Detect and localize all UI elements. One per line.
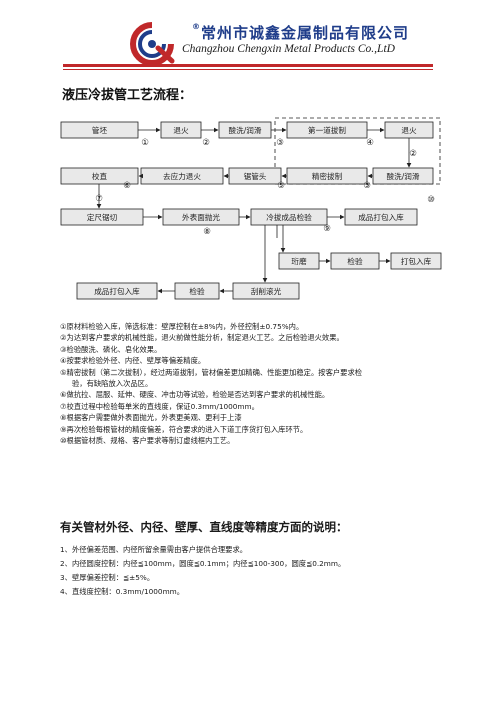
node-pack-store-3-label: 成品打包入库 <box>94 286 140 296</box>
note-7: ⑦校直过程中检验每单米的直线度，保证0.3mm/1000mm。 <box>60 401 259 411</box>
note-3: ③检验酸洗、磷化、皂化效果。 <box>60 344 162 354</box>
note-5-cont: 验，有缺陷放入次品区。 <box>72 379 153 389</box>
note-6: ⑥做抗拉、屈服、延伸、硬度、冲击功等试验，检验是否达到客户要求的机械性能。 <box>60 390 330 400</box>
node-precision-draw-label: 精密拔制 <box>312 171 343 181</box>
spec-4: 4、直线度控制：0.3mm/1000mm。 <box>60 587 185 596</box>
node-pack-store-1 <box>344 208 418 226</box>
node-inspect-2-label: 检验 <box>189 286 205 296</box>
header-rule-thin <box>63 69 433 70</box>
note-8: ⑧根据客户需要做外表面抛光，外表更美观、更利于上漆 <box>60 413 242 423</box>
company-name-en: Changzhou Chengxin Metal Products Co.,Lt… <box>182 43 395 55</box>
node-pack-store-3 <box>76 282 158 300</box>
marker-7: ③ <box>363 181 371 191</box>
node-anneal-1-label: 退火 <box>173 126 189 135</box>
marker-2: ② <box>202 138 210 148</box>
note-9: ⑨再次检验每根管材的精度偏差，符合要求的进入下道工序货打包入库环节。 <box>60 424 308 434</box>
node-pack-store-2 <box>390 252 442 270</box>
process-flowchart: 管坯 退火 酸洗/润滑 第一道拔制 退火 校直 去应力退火 锯管头 精密拔制 酸… <box>60 117 442 300</box>
marker-6: ⑤ <box>277 181 285 191</box>
node-cut-length-label: 定尺锯切 <box>87 212 118 222</box>
node-first-draw-label: 第一道拔制 <box>308 125 346 135</box>
dashed-process-frame <box>274 117 441 185</box>
marker-5: ② <box>409 149 417 159</box>
node-straighten <box>60 167 139 185</box>
node-billet-label: 管坯 <box>92 125 108 135</box>
note-2: ②为达到客户要求的机械性能，退火前做性能分析，制定退火工艺。之后检验退火效果。 <box>60 333 344 343</box>
marker-3: ③ <box>276 138 284 148</box>
registered-mark: ® <box>192 22 201 31</box>
marker-4: ④ <box>366 138 374 148</box>
marker-8: ⑩ <box>427 195 435 205</box>
marker-10: ⑦ <box>95 194 103 204</box>
spec-1: 1、外径偏差范围、内径所留余量需由客户提供合理要求。 <box>60 545 248 554</box>
page-title: 液压冷拔管工艺流程： <box>62 88 193 103</box>
node-pickle-1-label: 酸洗/润滑 <box>229 125 262 135</box>
node-saw-head-label: 锯管头 <box>244 171 267 181</box>
company-logo <box>130 22 175 64</box>
process-notes: ①原材料检验入库，筛选标准：壁厚控制在±8%内，外径控制±0.75%内。 ②为达… <box>60 321 440 446</box>
node-straighten-label: 校直 <box>92 171 108 181</box>
letterhead: ®常州市诚鑫金属制品有限公司 Changzhou Chengxin Metal … <box>0 0 496 80</box>
node-pickle-2-label: 酸洗/润滑 <box>387 171 420 181</box>
node-pack-store-1-label: 成品打包入库 <box>358 212 404 222</box>
node-inspect-1-label: 检验 <box>347 256 363 266</box>
marker-11: ⑧ <box>203 227 211 237</box>
note-4: ④按要求检验外径、内径、壁厚等偏差精度。 <box>60 356 206 366</box>
marker-1: ① <box>141 138 149 148</box>
note-1: ①原材料检验入库，筛选标准：壁厚控制在±8%内，外径控制±0.75%内。 <box>60 322 304 331</box>
node-draw-inspect-label: 冷拔成品检验 <box>266 212 312 222</box>
node-skive-roll-label: 刮削滚光 <box>251 286 282 296</box>
node-anneal-2-label: 退火 <box>401 126 417 135</box>
note-10: ⑩根据管材质、规格、客户要求等制订虚线框内工艺。 <box>60 436 235 446</box>
company-name-cn: ®常州市诚鑫金属制品有限公司 <box>192 22 410 42</box>
spec-2: 2、内径圆度控制：内径≦100mm，圆度≦0.1mm；内径≦100-300，圆度… <box>60 559 346 568</box>
node-honing-label: 珩磨 <box>291 256 307 266</box>
marker-9: ⑥ <box>123 181 131 191</box>
precision-specs: 1、外径偏差范围、内径所留余量需由客户提供合理要求。 2、内径圆度控制：内径≦1… <box>60 543 345 599</box>
marker-12: ⑨ <box>323 224 331 234</box>
node-polish-label: 外表面抛光 <box>182 212 220 222</box>
header-rule-thick <box>63 64 433 67</box>
node-stress-relief-label: 去应力退火 <box>163 171 201 181</box>
node-pack-store-2-label: 打包入库 <box>401 256 432 266</box>
spec-3: 3、壁厚偏差控制：≦±5%。 <box>60 573 155 582</box>
section-heading: 有关管材外径、内径、壁厚、直线度等精度方面的说明： <box>60 520 348 534</box>
note-5: ⑤精密拔制（第二次拔制），经过两道拔制，管材偏差更加精确、性能更加稳定。按客户要… <box>60 367 363 377</box>
